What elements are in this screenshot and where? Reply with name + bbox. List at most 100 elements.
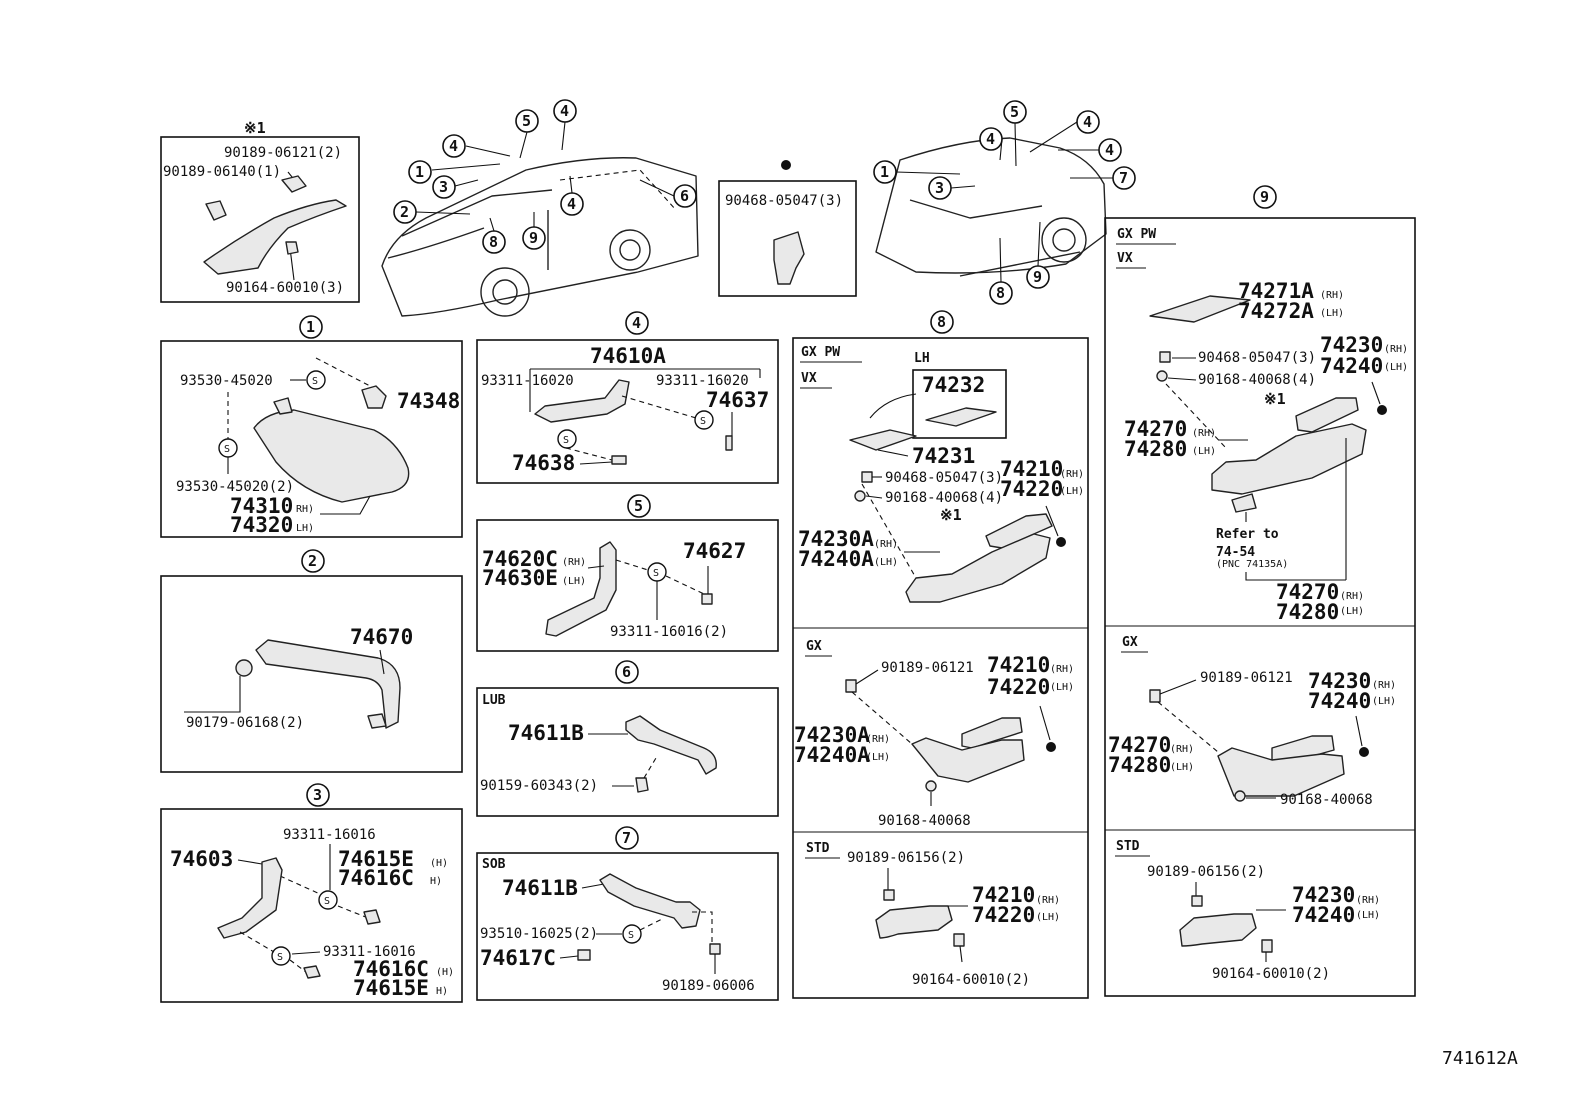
section-1: 1 93530-45020 S 74348 S 93530-45020(2) 7… [160,315,463,538]
sec8-part-d: 90168-40068(4) [885,490,1003,506]
s-mark: S [224,444,230,455]
sec9-part-j: 74280 [1276,600,1339,624]
sec9-part-b: 74272A [1238,299,1314,323]
sec8-low-part-b-side: (RH) [1036,895,1060,906]
sec9-mid-part-c-side: (LH) [1372,696,1396,707]
sec8-mid-part-c-side: (LH) [1050,682,1074,693]
sec9-mid-variant: GX [1122,635,1138,650]
sec7-part-b: 93510-16025(2) [480,926,598,942]
sec8-part-f-side: (LH) [1060,486,1084,497]
sec6-variant: LUB [482,693,506,708]
sec3-part-d: 74616C [338,866,414,890]
section-3-callout: 3 [313,786,322,804]
sec9-part-a-side: (RH) [1320,290,1344,301]
sec4-part-e: 74638 [512,451,575,475]
inset-part-2: 90189-06140(1) [163,164,281,180]
callout-r4b: 4 [1083,113,1092,131]
sec9-part-f-side: (LH) [1384,362,1408,373]
sec9-low-part-c: 74240 [1292,903,1355,927]
inset-ring: 90468-05047(3) [718,160,857,297]
sec9-ref-2: 74-54 [1216,545,1255,560]
sec9-mid-part-b: 74230 [1308,669,1371,693]
sec8-upper-variant-2: VX [801,371,817,386]
sec3-part-a: 74603 [170,847,233,871]
sec8-part-e-side: (RH) [1060,469,1084,480]
sec9-mid-part-a: 90189-06121 [1200,670,1293,686]
sec9-mid-part-e: 74280 [1108,753,1171,777]
section-8: 8 GX PW VX LH 74232 74231 90468-05047(3)… [792,310,1089,999]
sec9-star1: ※1 [1264,390,1286,408]
sec9-upper-variant-2: VX [1117,251,1133,266]
s-mark: S [324,896,330,907]
s-mark: S [277,952,283,963]
sec9-part-i: 74270 [1276,580,1339,604]
callout-6: 6 [680,187,689,205]
sec5-part-a: 74620C [482,547,558,571]
sec3-part-f: 74616C [353,957,429,981]
star1-marker: ※1 [244,119,266,137]
callout-8: 8 [489,233,498,251]
section-7-callout: 7 [622,829,631,847]
callout-3: 3 [439,178,448,196]
sec8-low-part-a: 90189-06156(2) [847,850,965,866]
sec9-part-e: 90168-40068(4) [1198,372,1316,388]
s-mark: S [653,568,659,579]
inset-ring-part: 90468-05047(3) [725,193,843,209]
section-3: 3 74603 93311-16016 74615E (H) 74616C H)… [160,783,463,1003]
section-4: 4 74610A 93311-16020 93311-16020 74637 S… [476,311,779,484]
sec9-low-part-c-side: (LH) [1356,910,1380,921]
sec8-mid-part-a: 90189-06121 [881,660,974,676]
callout-5: 5 [522,112,531,130]
sec8-mid-part-b-side: (RH) [1050,664,1074,675]
sec5-part-d: 93311-16016(2) [610,624,728,640]
callout-1: 1 [415,163,424,181]
sec3-part-g-side: H) [436,986,448,997]
sec3-part-c-side: (H) [430,858,448,869]
sec8-part-h-side: (LH) [874,557,898,568]
sec4-part-a: 74610A [590,344,666,368]
sec3-part-b: 93311-16016 [283,827,376,843]
sec8-part-g-side: (RH) [874,539,898,550]
sec9-part-h-side: (LH) [1192,446,1216,457]
s-mark: S [628,930,634,941]
sec9-mid-part-b-side: (RH) [1372,680,1396,691]
callout-r7: 7 [1119,169,1128,187]
sec3-part-e: 93311-16016 [323,944,416,960]
sec9-part-a: 74271A [1238,279,1314,303]
callout-r4c: 4 [1105,141,1114,159]
section-6: 6 LUB 74611B 90159-60343(2) [476,660,779,817]
sec9-low-part-b: 74230 [1292,883,1355,907]
section-7: 7 SOB 74611B 93510-16025(2) S 74617C 901… [476,826,779,1001]
sec8-mid-part-e-side: (LH) [866,752,890,763]
sec1-part-b: 74348 [397,389,460,413]
sec1-part-c: 93530-45020(2) [176,479,294,495]
sec8-mid-part-d-side: (RH) [866,734,890,745]
sec2-part-a: 74670 [350,625,413,649]
sec3-part-f-side: (H) [436,967,454,978]
section-9-callout: 9 [1260,188,1269,206]
sec8-mid-part-c: 74220 [987,675,1050,699]
section-9: 9 GX PW VX 74271A (RH) 74272A (LH) 90468… [1104,185,1416,997]
sec8-part-f: 74220 [1000,477,1063,501]
sec9-mid-part-e-side: (LH) [1170,762,1194,773]
callout-r4: 4 [986,130,995,148]
sec1-part-e-side: LH) [296,523,314,534]
sec9-mid-part-d-side: (RH) [1170,744,1194,755]
sec8-part-b: 74231 [912,444,975,468]
sec3-part-g: 74615E [353,976,429,1000]
sec4-part-d: 74637 [706,388,769,412]
s-mark: S [312,376,318,387]
sec8-upper-variant-1: GX PW [801,345,840,360]
sec9-low-part-b-side: (RH) [1356,895,1380,906]
sec9-part-i-side: (RH) [1340,591,1364,602]
callout-r1: 1 [880,163,889,181]
sec9-part-d-side: (RH) [1384,344,1408,355]
sec6-part-b: 90159-60343(2) [480,778,598,794]
sec8-mid-variant: GX [806,639,822,654]
sec8-part-e: 74210 [1000,457,1063,481]
sec8-low-part-b: 74210 [972,883,1035,907]
sec8-low-part-c: 74220 [972,903,1035,927]
sec9-low-variant: STD [1116,839,1140,854]
sec8-star1: ※1 [940,506,962,524]
